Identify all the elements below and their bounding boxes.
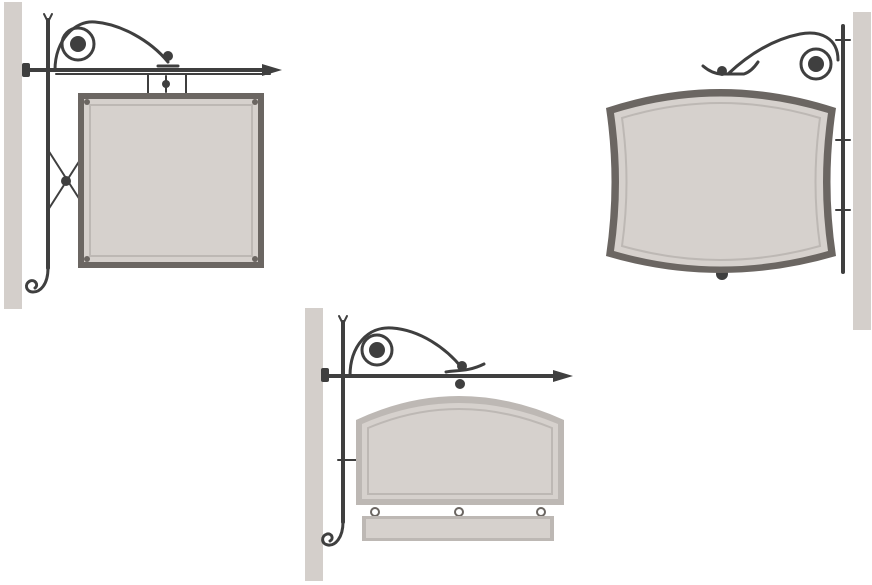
scroll-rosette [70, 36, 86, 52]
sign-panel [356, 396, 564, 505]
wall-post [4, 2, 22, 309]
sign-panel [606, 89, 836, 273]
sign-panel [78, 93, 264, 268]
scroll-rosette [369, 342, 385, 358]
barrel-sign [606, 12, 871, 330]
wall-post [853, 12, 871, 330]
scroll-rosette [808, 56, 824, 72]
wrought-iron-bracket [321, 315, 573, 547]
name-plaque [362, 507, 554, 541]
square-sign [4, 2, 282, 309]
wall-post [305, 308, 323, 581]
wrought-iron-bracket [701, 24, 851, 280]
wrought-iron-bracket [22, 13, 282, 294]
arched-sign [305, 308, 573, 581]
